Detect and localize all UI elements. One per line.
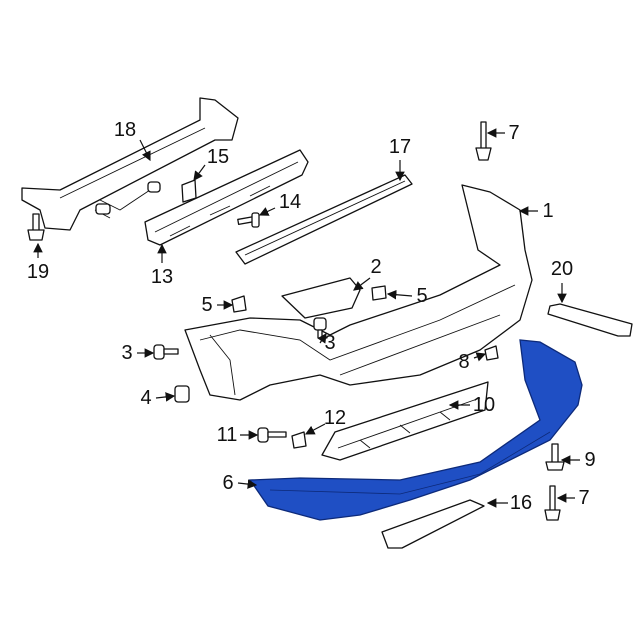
bolt-part-14	[237, 212, 260, 228]
callout-7-upper: 7	[508, 122, 520, 144]
leader-lines	[33, 128, 580, 508]
trim-strip-part-16	[381, 499, 485, 549]
callout-3-right: 3	[324, 332, 336, 354]
callout-2: 2	[370, 256, 382, 278]
callout-15: 15	[206, 146, 230, 168]
callout-16: 16	[509, 492, 533, 514]
callout-14: 14	[278, 191, 302, 213]
callout-20: 20	[550, 258, 574, 280]
bracket-part-2	[281, 277, 361, 319]
reflector-part-20	[547, 303, 633, 337]
tow-hitch-part-18	[21, 97, 239, 231]
push-pin-part-7-lower	[544, 485, 561, 521]
nut-part-4	[174, 385, 190, 403]
step-pad-part-17	[235, 174, 413, 265]
callout-1: 1	[542, 200, 554, 222]
callout-10: 10	[472, 394, 496, 416]
bolt-part-3-left	[153, 344, 179, 360]
clip-part-5-left	[231, 295, 247, 313]
callout-5-right: 5	[416, 285, 428, 307]
callout-8: 8	[458, 351, 470, 373]
callout-5-left: 5	[201, 294, 213, 316]
bolt-part-11	[257, 427, 287, 443]
callout-6: 6	[222, 472, 234, 494]
bumper-cover-part-1	[184, 184, 533, 401]
absorber-part-10	[321, 381, 489, 461]
clip-part-8	[484, 345, 499, 361]
callout-4: 4	[140, 387, 152, 409]
reinforcement-part-13	[144, 149, 309, 246]
callout-7-lower: 7	[578, 487, 590, 509]
lower-valance-part-6	[248, 339, 583, 521]
callout-17: 17	[388, 136, 412, 158]
callout-12: 12	[323, 407, 347, 429]
callout-19: 19	[26, 261, 50, 283]
callout-13: 13	[150, 266, 174, 288]
clip-part-5-right	[371, 285, 387, 301]
callout-11: 11	[216, 424, 238, 446]
bolt-part-19	[27, 213, 45, 241]
nut-part-12	[291, 431, 307, 449]
bracket-part-15	[181, 179, 197, 203]
callout-18: 18	[113, 119, 137, 141]
bolt-part-9	[545, 443, 565, 471]
callout-9: 9	[584, 449, 596, 471]
callout-3-left: 3	[121, 342, 133, 364]
push-pin-part-7-upper	[475, 121, 492, 161]
